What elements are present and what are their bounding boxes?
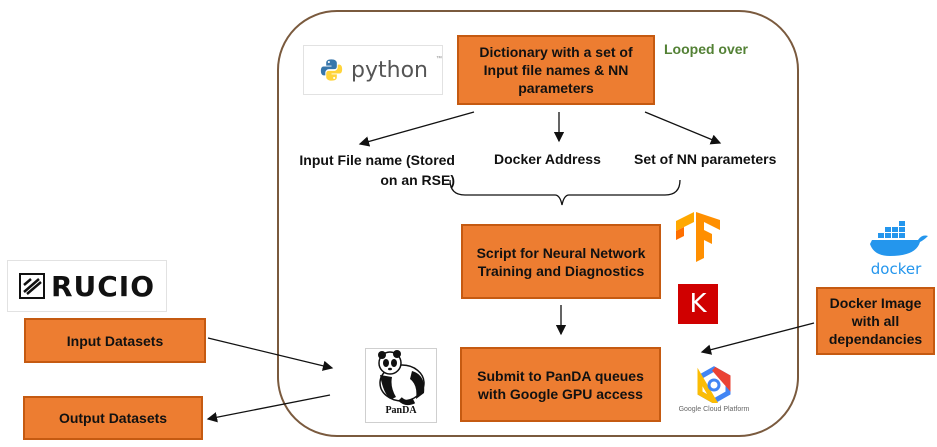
looped-over-label: Looped over [664, 41, 749, 57]
loop-frame [277, 10, 799, 437]
arrow-docker-image-to-submit [700, 322, 815, 355]
docker-logo: docker [860, 220, 932, 278]
python-icon [320, 59, 343, 81]
input-file-label: Input File name (Stored on an RSE) [299, 152, 455, 188]
submit-box-text: Submit to PanDA queues with Google GPU a… [477, 367, 644, 402]
docker-whale-icon [870, 221, 928, 256]
arrow-panda-to-output [206, 394, 331, 423]
docker-address-label: Docker Address [494, 151, 601, 167]
rucio-icon [18, 273, 45, 299]
script-box: Script for Neural Network Training and D… [461, 224, 661, 299]
docker-wordmark: docker [870, 260, 922, 278]
docker-image-box: Docker Image with all dependancies [816, 287, 935, 355]
arrow-input-to-panda [207, 337, 334, 371]
panda-logo: PanDA [365, 348, 437, 423]
tensorflow-icon [676, 212, 720, 262]
google-cloud-logo: Google Cloud Platform [668, 365, 760, 415]
panda-wordmark: PanDA [385, 405, 417, 416]
arrow-to-input-file [358, 111, 475, 147]
input-datasets-box: Input Datasets [24, 318, 206, 363]
output-datasets-text: Output Datasets [58, 410, 168, 426]
brace-connector [449, 179, 681, 206]
python-logo: python ™ [303, 45, 443, 95]
dictionary-box: Dictionary with a set of Input file name… [457, 35, 655, 105]
arrow-to-nn-parameters [644, 111, 722, 145]
rucio-logo: RUCIO [7, 260, 167, 312]
submit-box: Submit to PanDA queues with Google GPU a… [460, 347, 661, 422]
nn-parameters-label: Set of NN parameters [634, 151, 777, 167]
panda-icon [378, 350, 425, 406]
tensorflow-logo [676, 212, 720, 262]
keras-logo: K [678, 284, 718, 324]
python-wordmark: python [351, 57, 428, 83]
google-cloud-icon [697, 366, 731, 408]
output-datasets-box: Output Datasets [23, 396, 203, 440]
python-trademark: ™ [436, 56, 442, 62]
google-cloud-wordmark: Google Cloud Platform [678, 406, 750, 413]
docker-image-text: Docker Image with all dependancies [828, 295, 923, 347]
script-box-text: Script for Neural Network Training and D… [476, 244, 646, 279]
keras-icon: K [689, 289, 707, 319]
input-datasets-text: Input Datasets [66, 332, 164, 349]
rucio-wordmark: RUCIO [50, 269, 156, 303]
dictionary-box-text: Dictionary with a set of Input file name… [479, 44, 633, 96]
